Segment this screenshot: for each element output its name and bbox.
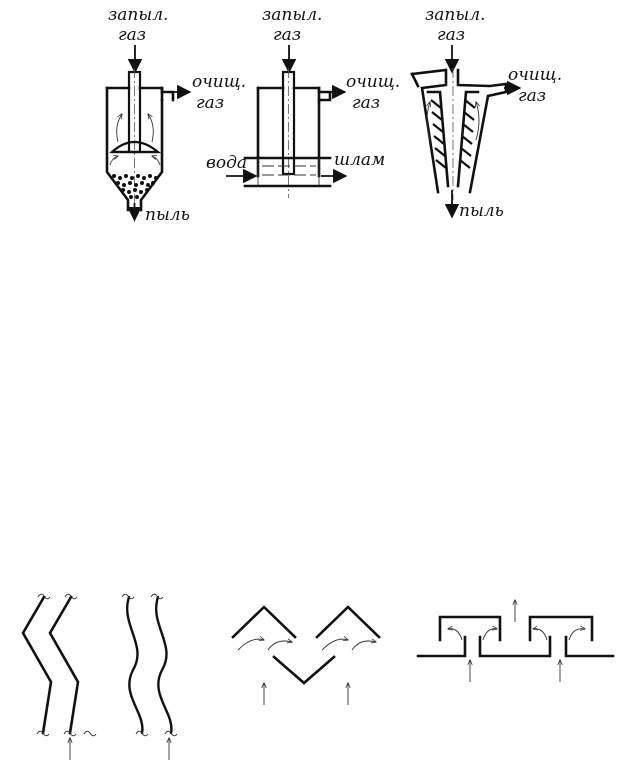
inner-cone <box>426 90 480 188</box>
dust-label-3: пыль <box>459 201 504 221</box>
inlet-label-dusty: запыл. <box>108 5 168 25</box>
outer-wall-right <box>456 68 508 194</box>
inlet-label-dusty-2: запыл. <box>262 5 322 25</box>
dust-particles <box>112 174 158 199</box>
inlet-label-gas-2: газ <box>273 25 301 45</box>
outlet-label-clean-3: очищ. <box>508 65 562 85</box>
flow-arrow-left <box>116 114 122 143</box>
louvre-separator-apparatus: запыл. газ очищ. газ пыль <box>410 5 562 221</box>
inlet-label-gas-3: газ <box>437 25 465 45</box>
sludge-label: шлам <box>334 150 385 170</box>
inlet-label-gas: газ <box>118 25 146 45</box>
zigzag-plate-profile <box>21 593 97 760</box>
outlet-label-gas-3: газ <box>518 86 546 106</box>
outlet-label-clean: очищ. <box>192 72 246 92</box>
vessel-body <box>105 86 164 212</box>
outlet-pipe <box>160 90 175 102</box>
cap-baffle-profile <box>416 600 615 682</box>
inlet-label-dusty-3: запыл. <box>425 5 485 25</box>
outlet-label-clean-2: очищ. <box>346 72 400 92</box>
deflector-cone <box>109 140 162 154</box>
outlet-label-gas-2: газ <box>352 93 380 113</box>
chevron-plate-profile <box>231 605 381 705</box>
water-bath <box>243 156 332 188</box>
outlet-label-gas: газ <box>196 93 224 113</box>
flow-arrow-right <box>148 114 154 143</box>
settling-chamber-apparatus: запыл. газ очищ. газ <box>105 5 246 225</box>
dust-label: пыль <box>145 205 190 225</box>
louvre-blades-left <box>430 99 447 169</box>
louvre-blades-right <box>459 99 476 169</box>
water-label: вода <box>206 153 247 173</box>
wet-separator-apparatus: запыл. газ очищ. газ вода шлам <box>206 5 400 198</box>
wavy-plate-profile <box>121 593 178 760</box>
vessel-top <box>105 86 164 94</box>
